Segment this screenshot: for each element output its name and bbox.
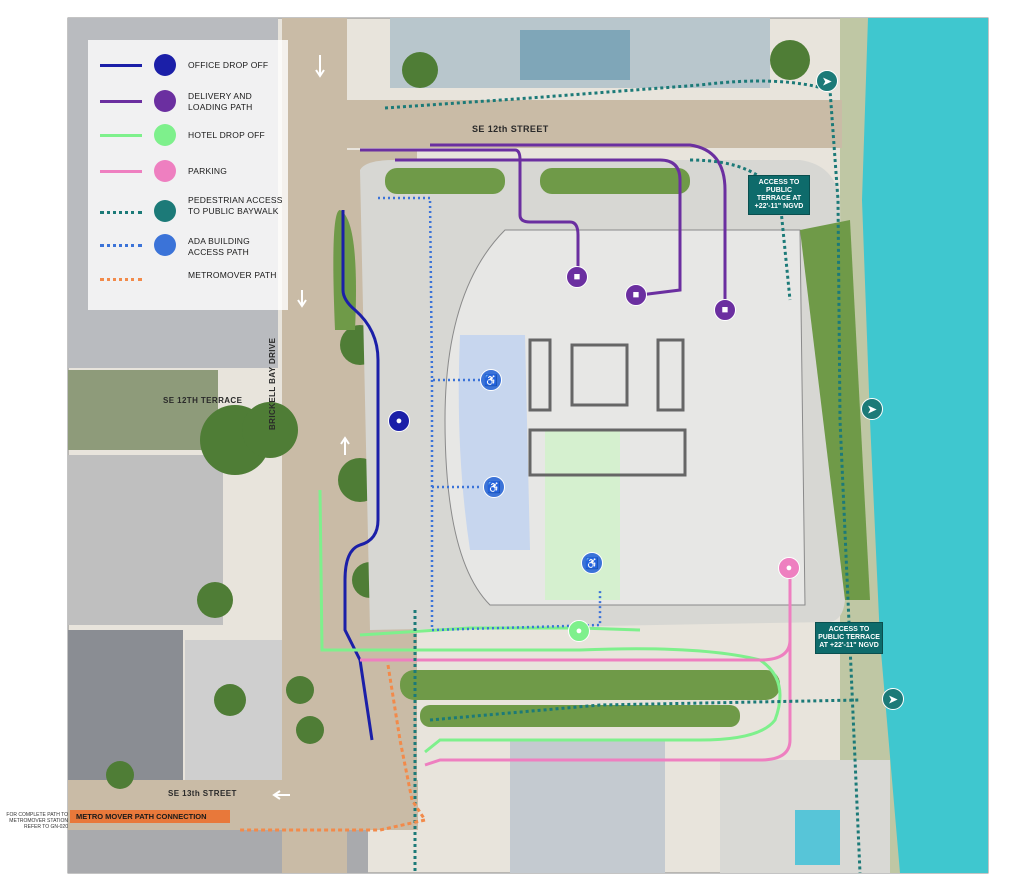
metro-note: FOR COMPLETE PATH TO METROMOVER STATION …: [6, 812, 68, 830]
building-left-low: [68, 630, 183, 780]
legend-line-solid: [100, 134, 142, 137]
delivery-path-3: [430, 143, 727, 310]
delivery-path-1: [360, 148, 580, 270]
legend-line-dotted: [100, 244, 142, 247]
terrace-roof: [68, 370, 218, 450]
pool: [795, 810, 840, 865]
metromover-path: [240, 664, 428, 832]
legend-item-parking: PARKING: [88, 160, 288, 196]
tree-canopy: [106, 40, 810, 789]
car-icon: [154, 124, 176, 146]
shoreline: [840, 18, 900, 873]
legend-label: DELIVERY AND LOADING PATH: [188, 91, 253, 112]
building-left-mid: [68, 455, 223, 625]
legend-item-ada: ADA BUILDING ACCESS PATH: [88, 232, 288, 268]
pedestrian-icon: ➤: [861, 398, 883, 420]
street-label-brickell: BRICKELL BAY DRIVE: [268, 337, 277, 430]
hotel-drop-off-path: [318, 489, 782, 754]
legend-label: PEDESTRIAN ACCESS TO PUBLIC BAYWALK: [188, 195, 283, 216]
truck-icon: ■: [625, 284, 647, 306]
street-label-se12th-terrace: SE 12TH TERRACE: [163, 396, 243, 405]
wheelchair-icon: ♿: [483, 476, 505, 498]
truck-icon: [154, 90, 176, 112]
legend-item-metromover: METROMOVER PATH: [88, 270, 288, 306]
building-footprint: [444, 229, 806, 606]
wheelchair-icon: ♿: [581, 552, 603, 574]
car-icon: [154, 160, 176, 182]
legend-item-delivery: DELIVERY AND LOADING PATH: [88, 88, 288, 124]
car-icon: ●: [778, 557, 800, 579]
office-lobby: [458, 335, 530, 550]
se12th-street-road: [282, 100, 842, 148]
legend-line-dotted: [100, 211, 142, 214]
office-drop-off-path: [341, 210, 380, 741]
legend-line-solid: [100, 170, 142, 173]
legend-panel: OFFICE DROP OFF DELIVERY AND LOADING PAT…: [88, 40, 288, 310]
truck-icon: ■: [714, 299, 736, 321]
legend-label: ADA BUILDING ACCESS PATH: [188, 236, 250, 257]
planters: [333, 168, 870, 727]
pedestrian-icon: [154, 200, 176, 222]
delivery-path-2: [395, 158, 682, 297]
wheelchair-icon: ♿: [480, 369, 502, 391]
legend-label: HOTEL DROP OFF: [188, 130, 265, 140]
street-label-se13th: SE 13th STREET: [168, 789, 237, 798]
legend-label: PARKING: [188, 166, 228, 176]
legend-item-hotel-drop-off: HOTEL DROP OFF: [88, 124, 288, 160]
legend-item-office-drop-off: OFFICE DROP OFF: [88, 54, 288, 90]
pedestrian-icon: ➤: [816, 70, 838, 92]
callout-terrace-access-bottom: ACCESS TO PUBLIC TERRACE AT +22'-11" NGV…: [815, 622, 883, 654]
legend-label: METROMOVER PATH: [188, 270, 277, 280]
car-icon: ●: [388, 410, 410, 432]
truck-icon: ■: [566, 266, 588, 288]
ada-access-path: [378, 196, 602, 632]
pedestrian-baywalk-path: [384, 79, 862, 874]
hotel-lobby: [545, 430, 620, 600]
road-arrows: [272, 55, 350, 800]
car-icon: ●: [568, 620, 590, 642]
wheelchair-icon: [154, 234, 176, 256]
building-bottom: [510, 740, 665, 873]
callout-terrace-access-top: ACCESS TO PUBLIC TERRACE AT +22'-11" NGV…: [748, 175, 810, 215]
legend-line-dotted: [100, 278, 142, 281]
legend-label: OFFICE DROP OFF: [188, 60, 269, 70]
car-icon: [154, 54, 176, 76]
legend-line-solid: [100, 64, 142, 67]
legend-line-solid: [100, 100, 142, 103]
parking-path: [360, 575, 792, 767]
pedestrian-icon: ➤: [882, 688, 904, 710]
legend-item-pedestrian: PEDESTRIAN ACCESS TO PUBLIC BAYWALK: [88, 195, 288, 231]
street-label-se12th: SE 12th STREET: [472, 124, 549, 134]
metro-mover-connection-bar: METRO MOVER PATH CONNECTION: [70, 810, 230, 823]
